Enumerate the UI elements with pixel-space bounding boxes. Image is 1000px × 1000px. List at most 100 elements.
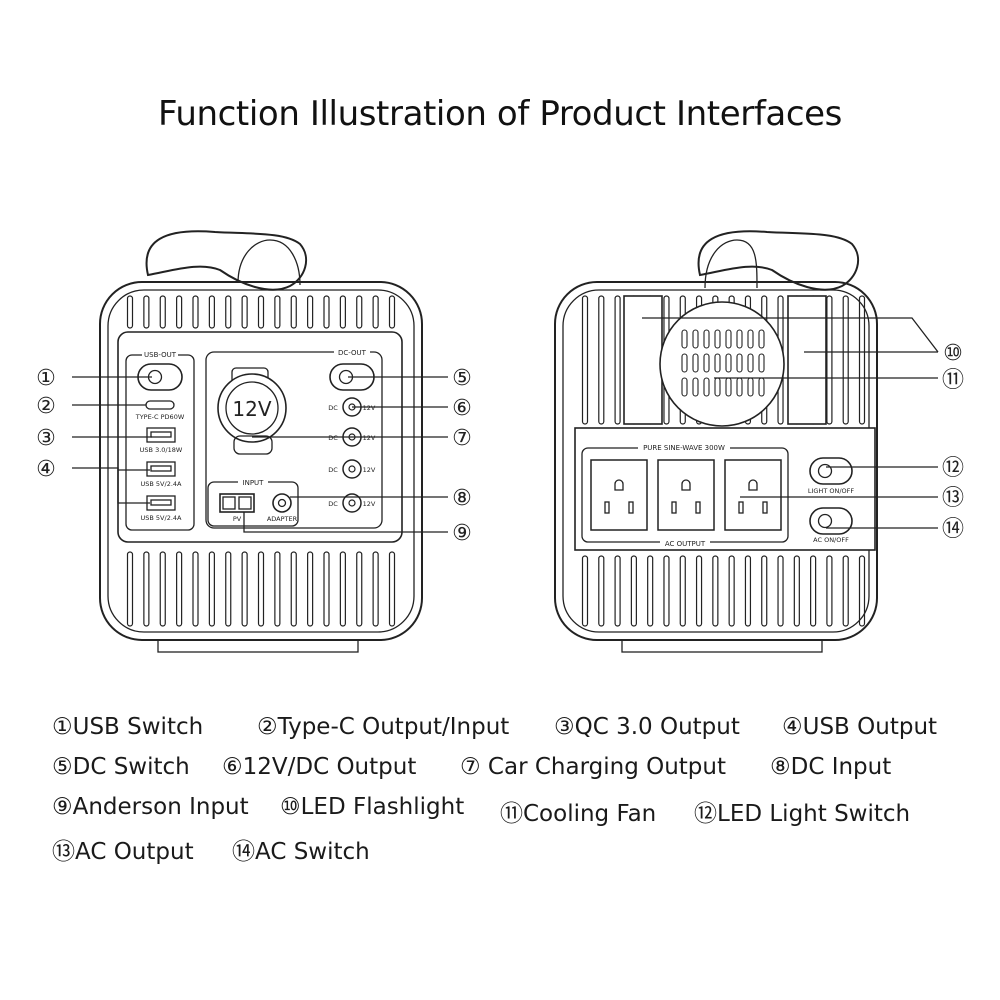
back-unit: PURE SINE-WAVE 300W AC OUTPUT LIGHT ON/O… — [554, 230, 964, 653]
dc-input-port[interactable] — [272, 493, 292, 513]
vent-slot — [323, 295, 330, 329]
dc-label: DC — [328, 434, 338, 442]
vent-slot — [208, 551, 215, 627]
led-flashlight-right — [787, 295, 827, 425]
vent-slot — [842, 555, 849, 627]
usb-out-label: USB-OUT — [144, 351, 177, 359]
front-foot — [157, 639, 359, 653]
car-charging-socket[interactable] — [217, 373, 287, 443]
fan-slot — [714, 329, 721, 349]
front-top-vents — [126, 295, 396, 329]
fan-slot — [681, 329, 688, 349]
vent-slot — [826, 295, 833, 425]
v12-label: 12V — [363, 466, 376, 474]
legend-row-2: ⑤DC Switch ⑥12V/DC Output ⑦ Car Charging… — [52, 754, 972, 784]
vent-slot — [225, 551, 232, 627]
legend-dc-switch: ⑤DC Switch — [52, 754, 190, 780]
vent-slot — [388, 551, 396, 627]
vent-slot — [695, 555, 703, 627]
vent-slot — [614, 295, 621, 425]
legend-led-flashlight: ⑩LED Flashlight — [280, 794, 465, 820]
dc-label: DC — [328, 466, 338, 474]
vent-slot — [208, 295, 215, 329]
callout-14: ⑭ — [942, 517, 964, 542]
vent-slot — [339, 551, 346, 627]
vent-slot — [793, 555, 800, 627]
fan-slot — [758, 353, 765, 373]
vent-slot — [728, 555, 735, 627]
dc-port-pin — [348, 499, 356, 507]
callout-3: ③ — [36, 426, 56, 451]
vent-slot — [679, 555, 686, 627]
callout-6: ⑥ — [452, 396, 472, 421]
fan-slot — [725, 353, 732, 373]
back-bottom-vents — [581, 555, 866, 627]
vent-slot — [744, 555, 752, 627]
vent-slot — [858, 295, 866, 425]
legend-usb-output: ④USB Output — [782, 714, 938, 740]
ground-pin — [681, 479, 691, 491]
vent-slot — [842, 295, 849, 425]
vent-slot — [598, 555, 605, 627]
ac-outlets — [590, 459, 782, 531]
legend-ac-switch: ⑭AC Switch — [232, 839, 370, 865]
vent-slot — [323, 551, 330, 627]
legend-row-4: ⑬AC Output ⑭AC Switch — [52, 832, 972, 865]
back-foot — [621, 639, 823, 653]
dc-output-port — [342, 459, 362, 479]
callout-11: ⑪ — [942, 368, 964, 393]
fan-slot — [714, 353, 721, 373]
v12-label: 12V — [363, 500, 376, 508]
front-handle-strap — [237, 239, 301, 286]
vent-slot — [388, 295, 396, 329]
vent-slot — [372, 295, 379, 329]
dc-out-label: DC-OUT — [338, 349, 367, 357]
back-callout-lines — [642, 317, 939, 529]
blade-slot — [671, 501, 677, 514]
dc-port-pin — [348, 465, 356, 473]
fan-slot — [747, 329, 754, 349]
vent-slot — [192, 295, 199, 329]
dc-label: DC — [328, 404, 338, 412]
callout-12: ⑫ — [942, 456, 964, 481]
ac-outlet — [657, 459, 715, 531]
legend-cooling-fan: ⑪Cooling Fan — [500, 801, 657, 827]
pv-label: PV — [233, 515, 242, 523]
pure-sine-label: PURE SINE-WAVE 300W — [643, 444, 725, 452]
vent-slot — [159, 295, 166, 329]
callout-7: ⑦ — [452, 426, 472, 451]
fan-slot — [692, 329, 699, 349]
ac-outlet — [590, 459, 648, 531]
led-flashlight-left — [623, 295, 663, 425]
v12-label: 12V — [363, 434, 376, 442]
vent-slot — [274, 295, 281, 329]
vent-slot — [274, 551, 281, 627]
legend-anderson-input: ⑨Anderson Input — [52, 794, 249, 820]
usb-qc-port[interactable] — [146, 427, 176, 443]
vent-slot — [581, 555, 589, 627]
vent-slot — [143, 295, 150, 329]
vent-slot — [372, 551, 379, 627]
legend-12v-dc-output: ⑥12V/DC Output — [222, 754, 417, 780]
ac-onoff-label: AC ON/OFF — [813, 536, 849, 544]
usb-5v-label-b: USB 5V/2.4A — [141, 514, 183, 522]
legend-usb-switch: ①USB Switch — [52, 714, 204, 740]
vent-slot — [126, 295, 134, 329]
vent-slot — [630, 555, 637, 627]
callout-8: ⑧ — [452, 486, 472, 511]
vent-slot — [126, 551, 134, 627]
usb-5v-port-a[interactable] — [146, 461, 176, 477]
dc-output-port — [342, 493, 362, 513]
ac-output-label: AC OUTPUT — [665, 540, 706, 548]
legend-led-light-switch: ⑫LED Light Switch — [694, 801, 911, 827]
vent-slot — [761, 555, 768, 627]
vent-slot — [598, 295, 605, 425]
legend-row-1: ①USB Switch ②Type-C Output/Input ③QC 3.0… — [52, 714, 972, 744]
vent-slot — [143, 551, 150, 627]
usb-qc-label: USB 3.0/18W — [140, 446, 183, 454]
anderson-port[interactable] — [219, 493, 255, 513]
vent-slot — [356, 551, 363, 627]
vent-slot — [614, 555, 621, 627]
legend-car-charging: ⑦ Car Charging Output — [460, 754, 727, 780]
blade-slot — [762, 501, 768, 514]
